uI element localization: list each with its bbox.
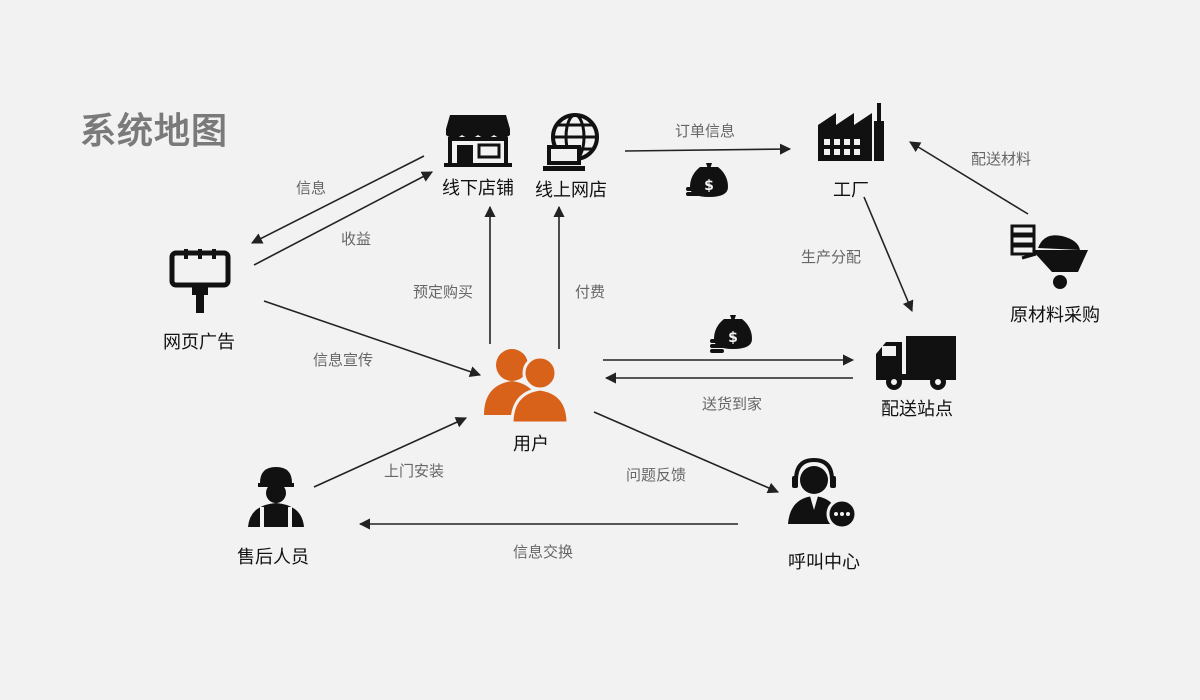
edge-label-reserve-purchase: 预定购买 (412, 283, 474, 301)
svg-text:$: $ (728, 330, 738, 346)
node-label-factory: 工厂 (833, 180, 869, 201)
wheelbarrow-bricks-icon (1010, 224, 1088, 289)
money-bag-icon: $ (686, 163, 728, 197)
truck-icon (876, 336, 956, 390)
edge-label-info-promotion: 信息宣传 (312, 351, 374, 369)
edge-label-onsite-install: 上门安装 (383, 462, 445, 480)
edge-label-issue-feedback: 问题反馈 (625, 466, 687, 484)
edge-label-deliver-materials: 配送材料 (970, 150, 1032, 168)
money-bag-icon: $ (710, 315, 752, 353)
node-label-raw-materials: 原材料采购 (1010, 305, 1100, 326)
edge-label-info-exchange: 信息交换 (512, 543, 574, 561)
node-label-delivery-station: 配送站点 (881, 399, 953, 420)
headset-agent-icon (788, 457, 858, 530)
svg-text:$: $ (704, 178, 714, 194)
node-label-online-store: 线上网店 (535, 180, 607, 201)
arrow-issue-feedback (593, 411, 780, 494)
billboard-icon (169, 249, 231, 313)
worker-icon (248, 467, 304, 527)
node-label-call-center: 呼叫中心 (788, 552, 860, 573)
edge-label-payment: 付费 (574, 283, 606, 301)
edge-label-info: 信息 (295, 179, 327, 197)
arrow-revenue (253, 171, 433, 266)
edge-label-home-delivery: 送货到家 (701, 395, 763, 413)
node-label-after-sales: 售后人员 (237, 547, 309, 568)
users-icon (484, 349, 570, 425)
edge-label-production-allocation: 生产分配 (800, 248, 862, 266)
node-label-user: 用户 (513, 434, 549, 455)
node-label-offline-store: 线下店铺 (442, 178, 514, 199)
node-label-web-ad: 网页广告 (163, 332, 235, 353)
page-title: 系统地图 (80, 111, 229, 152)
edge-label-order-info: 订单信息 (674, 122, 736, 140)
arrow-info (251, 155, 425, 244)
factory-icon (818, 103, 884, 161)
edge-label-revenue: 收益 (340, 230, 372, 248)
globe-computer-icon (543, 113, 599, 171)
arrow-deliver-materials (909, 141, 1029, 215)
arrow-onsite-install (313, 417, 468, 488)
storefront-icon (444, 115, 512, 167)
arrow-info-promotion (263, 300, 482, 378)
arrow-order-info (624, 143, 792, 155)
arrow-production-allocation (863, 196, 914, 313)
